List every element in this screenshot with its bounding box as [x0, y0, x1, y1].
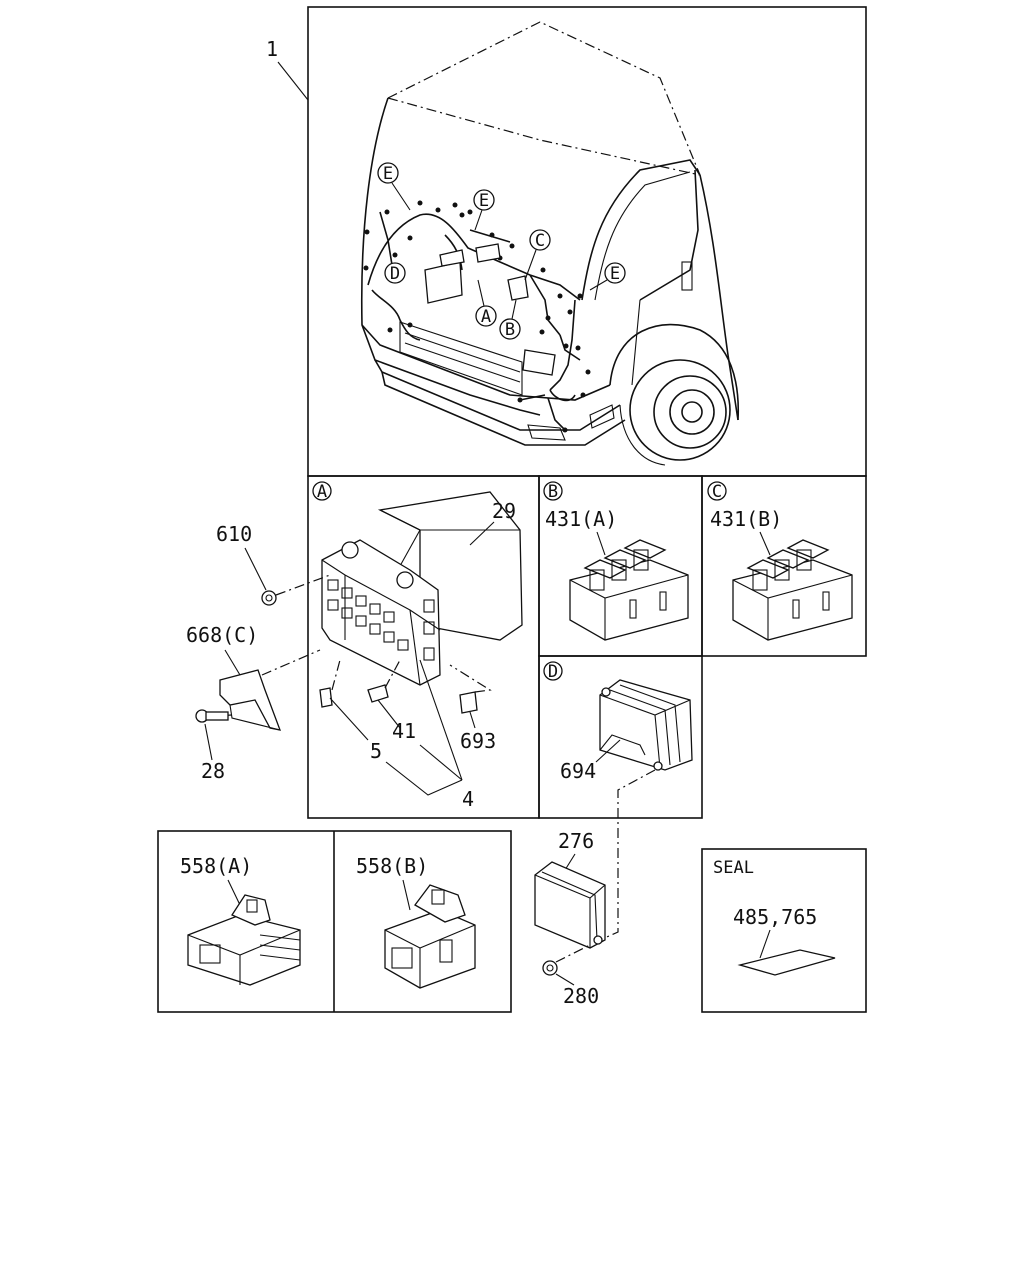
panel-a-marker: A [317, 482, 327, 502]
cab-marker-c: C [535, 231, 545, 251]
cab-marker-e3: E [610, 264, 620, 284]
callout-fuse-box-4: 4 [462, 787, 474, 811]
cab-marker-e2: E [479, 191, 489, 211]
callout-terminal-5: 5 [370, 739, 382, 763]
panel-frames [157, 6, 867, 1013]
callout-nut-280: 280 [563, 984, 599, 1008]
callout-module-694: 694 [560, 759, 596, 783]
connector-558a: 558(A) [180, 854, 301, 986]
seal-pad [737, 949, 836, 976]
connector-558b: 558(B) [356, 854, 476, 989]
callout-relay-693: 693 [460, 729, 496, 753]
seal-panel: SEAL 485,765 [713, 858, 836, 976]
fuse-slots [327, 579, 435, 661]
cab-marker-e1: E [383, 164, 393, 184]
panel-b-marker: B [548, 482, 558, 502]
panel-a-fuse-box: A 29 [312, 481, 523, 811]
truck-cab-illustration [360, 21, 740, 466]
panel-d-module: D 694 [543, 661, 693, 783]
callout-nut-610: 610 [216, 522, 252, 546]
callout-relay-431b: 431(B) [710, 507, 782, 531]
bolt-28: 28 [195, 709, 229, 783]
wiring-harness-routing [363, 200, 591, 433]
callout-fuse-box-cover: 29 [492, 499, 516, 523]
callout-connector-558a: 558(A) [180, 854, 252, 878]
ecu-276: 276 [534, 829, 606, 949]
seal-heading: SEAL [713, 858, 754, 878]
callout-harness-main: 1 [266, 37, 278, 61]
panel-d-marker: D [548, 662, 558, 682]
callout-fuse-41: 41 [392, 719, 416, 743]
leader-module-to-ecu [599, 769, 656, 941]
bracket-668c: 668(C) [186, 623, 321, 731]
callout-relay-431a: 431(A) [545, 507, 617, 531]
cab-marker-b: B [505, 320, 515, 340]
nut-280: 280 [542, 944, 599, 1008]
cab-marker-a: A [481, 307, 491, 327]
cab-relay-block [507, 275, 529, 301]
callout-bracket-668c: 668(C) [186, 623, 258, 647]
fuse-41-part [367, 684, 389, 703]
panel-c-relay: C 431(B) [707, 481, 853, 641]
panel-b-relay: B 431(A) [543, 481, 689, 641]
callout-bolt-28: 28 [201, 759, 225, 783]
callout-ecu-276: 276 [558, 829, 594, 853]
callout-connector-558b: 558(B) [356, 854, 428, 878]
terminal-5-part [319, 687, 333, 708]
panel-c-marker: C [712, 482, 722, 502]
callout-seal-parts: 485,765 [733, 905, 817, 929]
leader-harness-main [277, 61, 309, 101]
cab-fuse-box [424, 261, 463, 304]
nut-610: 610 [216, 522, 331, 606]
cab-location-markers: E E E C D A B [377, 162, 626, 340]
relay-693-part [459, 691, 478, 714]
cab-marker-d: D [390, 264, 400, 284]
harness-connectors [363, 200, 591, 433]
